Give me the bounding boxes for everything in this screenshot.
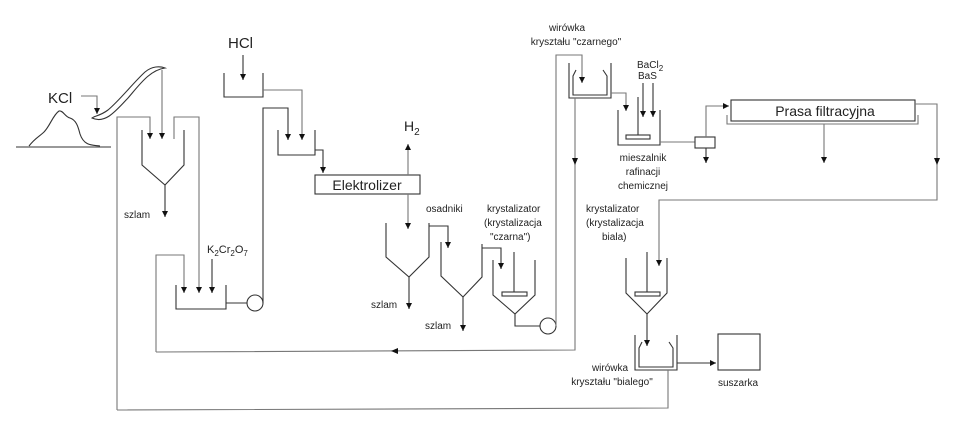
k2cr2o7-label: K2Cr2O7 (207, 244, 248, 258)
settler-2 (440, 242, 483, 298)
bottom-recycle-line (116, 370, 669, 411)
hcl-tank (223, 73, 264, 98)
filter-press-box (730, 99, 916, 122)
pump-icon (246, 294, 264, 312)
centrifuge-black (568, 63, 612, 99)
szlam-label-1: szlam (124, 210, 150, 221)
valve-box (694, 136, 716, 149)
wirowka-bialego-label-2: kryształu "bialego" (571, 377, 653, 388)
prasa-label: Prasa filtracyjna (775, 103, 875, 119)
conveyor-icon (91, 66, 168, 120)
bas-label: BaS (638, 71, 657, 82)
dichromate-tank (175, 285, 227, 310)
kryst-biala-label-2: (krystalizacja (586, 218, 644, 229)
osadniki-label: osadniki (426, 204, 463, 215)
mixing-tank (277, 130, 316, 156)
szlam-label-3: szlam (425, 321, 451, 332)
centrifuge-white (634, 335, 678, 371)
return-line (155, 98, 576, 353)
wirowka-czarnego-label-1: wirówka (548, 23, 586, 34)
hcl-label: HCl (228, 35, 253, 52)
bacl2-label: BaCl2 (637, 60, 664, 73)
suszarka-label: suszarka (718, 378, 758, 389)
refining-mixer (617, 110, 661, 146)
kcl-mound-icon (16, 110, 111, 148)
h2-label: H2 (404, 118, 420, 138)
mieszalnik-label-2: rafinacji (626, 167, 660, 178)
kryst-biala-label-1: krystalizator (586, 204, 640, 215)
kcl-label: KCl (48, 90, 72, 107)
kryst-czarna-label-1: krystalizator (487, 204, 541, 215)
recycle-line-outer (116, 116, 153, 410)
szlam-label-2: szlam (371, 300, 397, 311)
wirowka-czarnego-label-2: kryształu "czarnego" (531, 37, 622, 48)
recycle-line-inner (155, 254, 187, 352)
pump-icon-2 (539, 317, 557, 335)
dryer-box (717, 333, 761, 371)
kcl-feed-arrow (81, 95, 100, 114)
kryst-czarna-label-2: (krystalizacja (484, 218, 542, 229)
kryst-biala-label-3: biala) (602, 232, 626, 243)
elektrolizer-box (314, 174, 421, 195)
mieszalnik-label-3: chemicznej (618, 181, 668, 192)
stirrer-icon-3 (634, 291, 661, 297)
stirrer-icon-2 (625, 134, 651, 140)
dissolver-tank (141, 130, 185, 186)
kryst-czarna-label-3: "czarna") (490, 232, 530, 243)
wirowka-bialego-label-1: wirówka (591, 363, 629, 374)
settler-1 (385, 223, 430, 278)
elektrolizer-label: Elektrolizer (332, 177, 402, 193)
stirrer-icon (501, 291, 528, 297)
mieszalnik-label-1: mieszalnik (620, 153, 668, 164)
